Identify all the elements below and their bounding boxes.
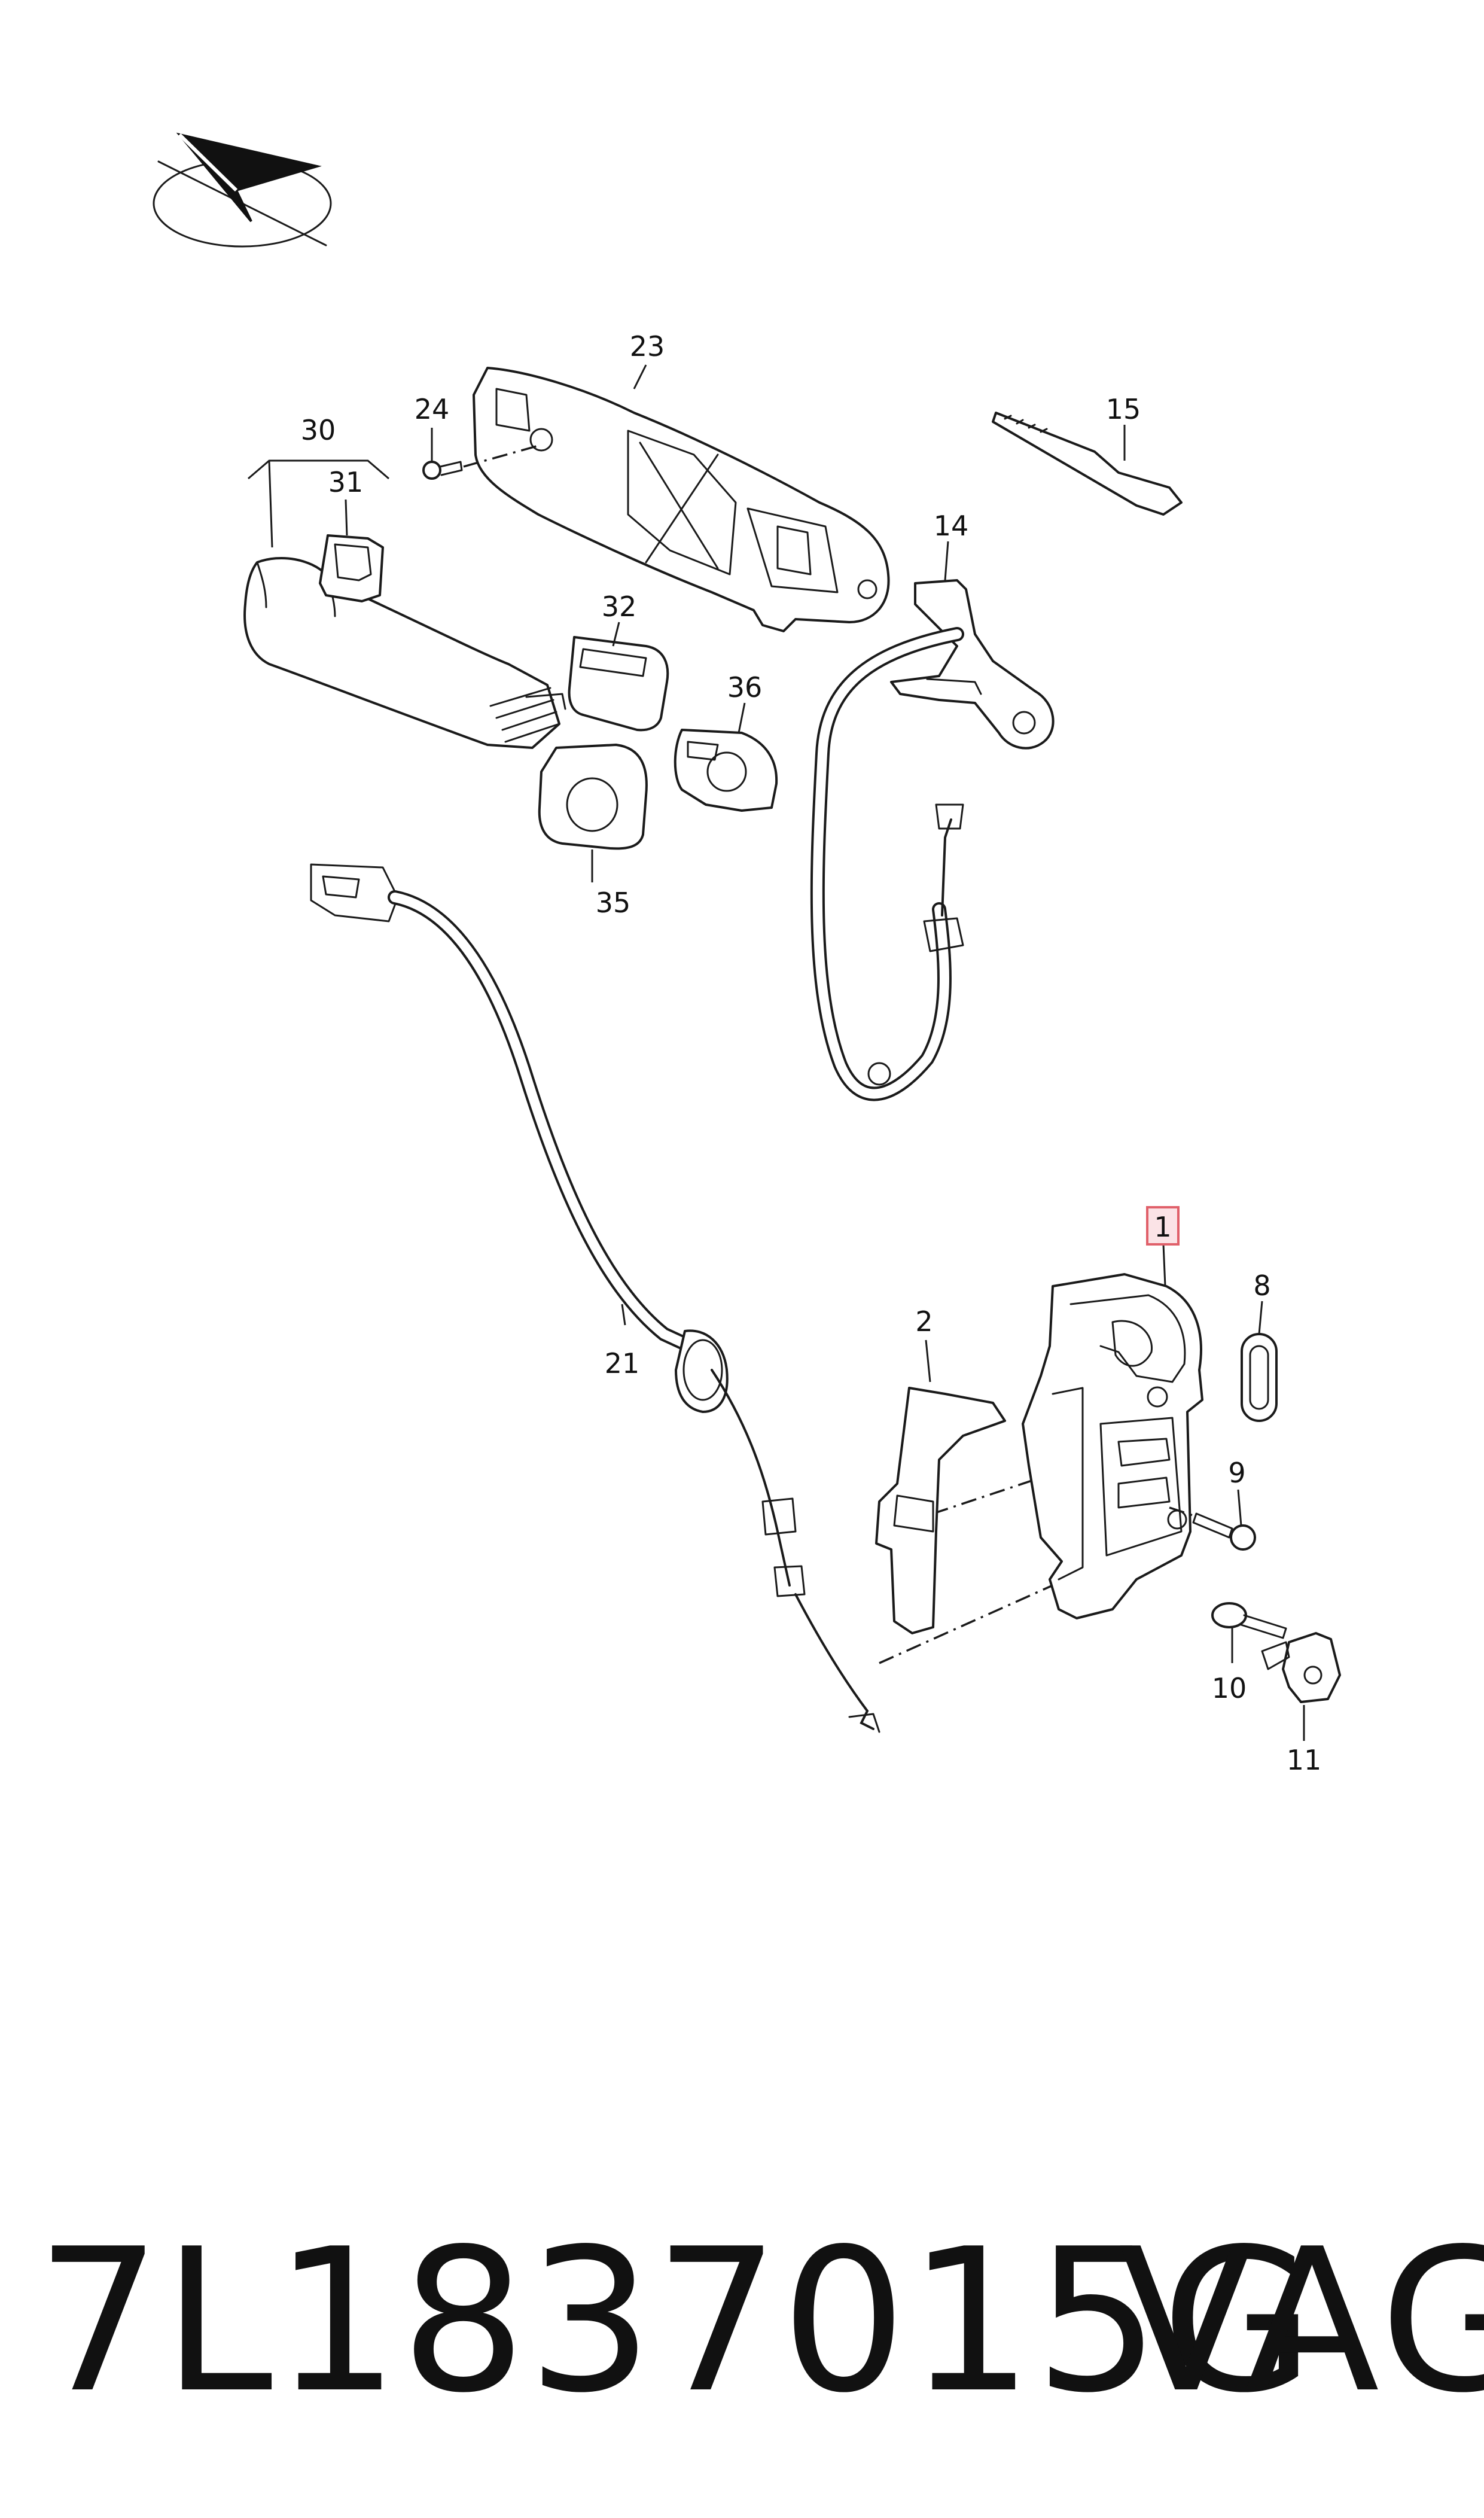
callout-8[interactable]: 8 <box>1253 1269 1270 1302</box>
alignment-line-cable <box>879 1584 1053 1664</box>
brand-name: VAG <box>1119 2206 1484 2436</box>
direction-arrow-icon <box>153 132 332 248</box>
callout-9[interactable]: 9 <box>1228 1457 1245 1489</box>
lock-cover-2 <box>875 1387 1006 1634</box>
part-number: 7L1837015G <box>36 2206 1316 2436</box>
callout-15[interactable]: 15 <box>1106 393 1141 425</box>
callout-35[interactable]: 35 <box>596 887 631 919</box>
bowden-cable-21 <box>310 863 880 1733</box>
cable-tie-15 <box>992 412 1183 516</box>
highlight-box-1 <box>1146 1206 1180 1246</box>
callout-36[interactable]: 36 <box>727 671 763 704</box>
cable-bracket-14 <box>890 579 1055 750</box>
callout-11[interactable]: 11 <box>1287 1744 1322 1776</box>
leader-lines <box>248 364 1305 1741</box>
callout-21[interactable]: 21 <box>605 1347 640 1380</box>
callout-30[interactable]: 30 <box>301 414 336 446</box>
screw-10 <box>1211 1602 1287 1639</box>
door-lock-1 <box>1022 1273 1203 1619</box>
cap-31 <box>319 534 384 602</box>
callout-23[interactable]: 23 <box>630 330 665 363</box>
callout-31[interactable]: 31 <box>328 466 364 498</box>
callout-1[interactable]: 1 <box>1154 1211 1171 1243</box>
door-handle-30 <box>243 556 566 749</box>
seal-8 <box>1241 1333 1278 1422</box>
seal-32 <box>568 636 669 732</box>
callout-labels: 1 2 8 9 10 11 14 15 21 23 24 30 31 32 35… <box>301 330 1322 1776</box>
callout-24[interactable]: 24 <box>415 393 450 425</box>
callout-14[interactable]: 14 <box>934 510 969 542</box>
callout-10[interactable]: 10 <box>1212 1672 1247 1704</box>
footer: 7L1837015G VAG <box>0 2213 1484 2429</box>
handle-bracket-23 <box>473 367 890 632</box>
cap-35 <box>538 744 648 850</box>
callout-32[interactable]: 32 <box>602 590 637 623</box>
callout-2[interactable]: 2 <box>915 1305 933 1338</box>
lock-housing-36 <box>674 729 778 812</box>
screw-24 <box>422 444 539 480</box>
bowden-cable-upper <box>810 627 964 1101</box>
screw-9 <box>1169 1506 1256 1551</box>
plate-11 <box>1261 1632 1341 1703</box>
